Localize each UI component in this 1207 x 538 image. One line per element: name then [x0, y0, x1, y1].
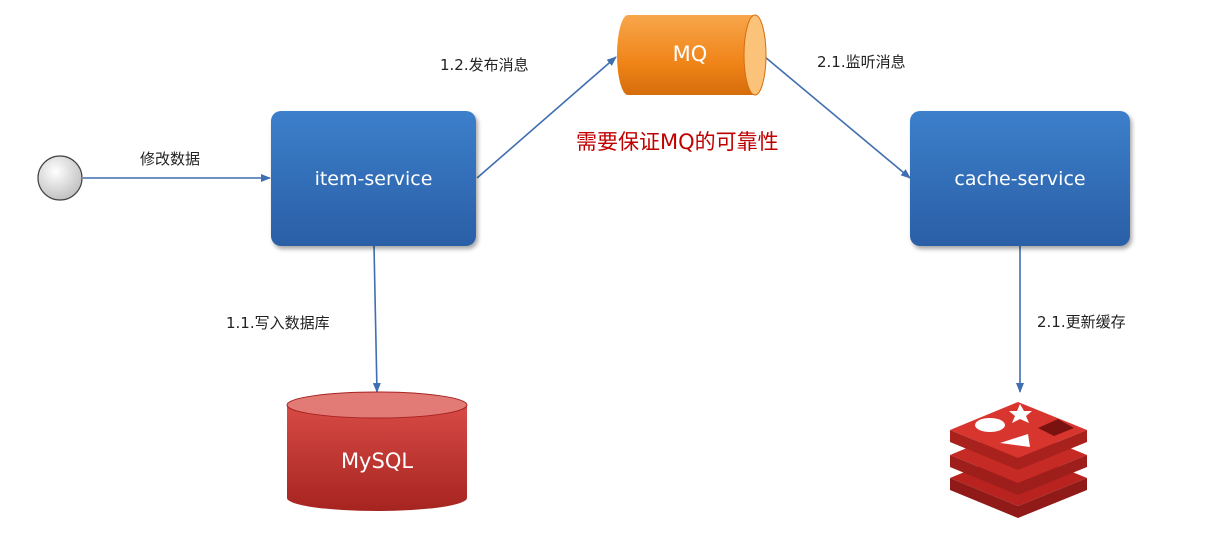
arrow-write-db	[372, 245, 381, 393]
arrow-listen-message	[764, 56, 911, 179]
label-listen-message: 2.1.监听消息	[817, 53, 906, 71]
cache-service-node[interactable]: cache-service	[910, 111, 1130, 246]
reliability-note: 需要保证MQ的可靠性	[576, 130, 779, 154]
label-publish-message: 1.2.发布消息	[440, 56, 529, 74]
redis-icon	[950, 402, 1087, 518]
mysql-database-icon	[286, 391, 468, 511]
arrow-publish-message	[476, 56, 617, 179]
start-circle-icon	[37, 155, 83, 201]
item-service-label: item-service	[314, 167, 433, 190]
mq-queue-icon	[617, 14, 767, 96]
label-write-db: 1.1.写入数据库	[226, 314, 330, 332]
mysql-label: MySQL	[340, 449, 414, 473]
label-modify-data: 修改数据	[140, 150, 201, 168]
mq-label: MQ	[672, 42, 708, 66]
item-service-node[interactable]: item-service	[271, 111, 476, 246]
label-update-cache: 2.1.更新缓存	[1037, 313, 1126, 331]
cache-service-label: cache-service	[954, 167, 1086, 190]
